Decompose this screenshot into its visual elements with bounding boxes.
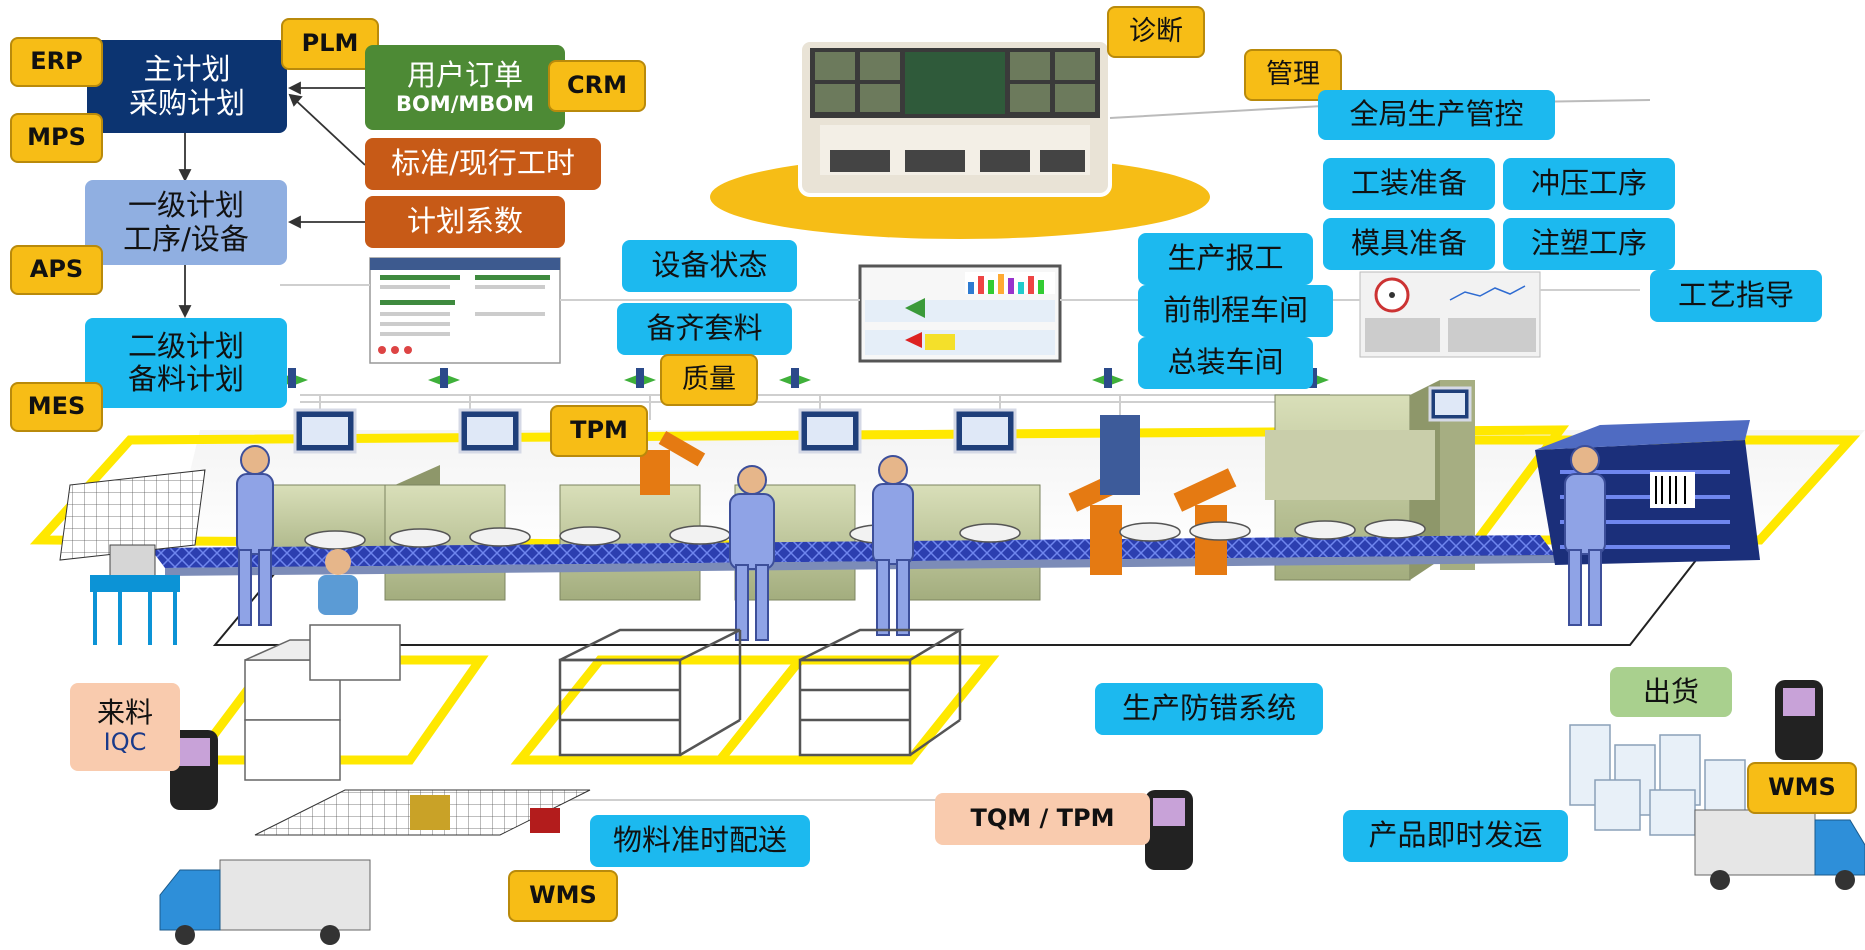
- manage-badge: 管理: [1244, 49, 1342, 101]
- erp-badge: ERP: [10, 37, 103, 87]
- inspector-icon: [318, 549, 358, 615]
- network-lines: [280, 284, 1640, 420]
- login-dialog-screen: [369, 257, 561, 364]
- plan-coefficient-box: 计划系数: [365, 196, 565, 248]
- injection-process-box: 注塑工序: [1503, 218, 1675, 270]
- mps-badge: MPS: [10, 113, 103, 163]
- material-delivery-box: 物料准时配送: [590, 815, 810, 867]
- wifi-signal-icon: [276, 368, 1329, 388]
- shipping-box: 出货: [1610, 667, 1732, 717]
- raw-material-pile: [59, 469, 206, 645]
- robot-arm-icon: [640, 415, 1237, 575]
- level2-plan-box: 二级计划 备料计划: [85, 318, 287, 408]
- incoming-boxes: [244, 624, 401, 781]
- crm-badge: CRM: [548, 60, 646, 112]
- warehouse-rack-icon: [254, 789, 591, 836]
- planning-flow-arrows: [178, 81, 366, 319]
- user-order-line1: 用户订单: [406, 57, 523, 92]
- level1-plan-box: 一级计划 工序/设备: [85, 180, 287, 265]
- cart-icon: [558, 628, 965, 757]
- stamping-process-box: 冲压工序: [1503, 158, 1675, 210]
- incoming-iqc-line2: IQC: [103, 728, 147, 757]
- global-control-box: 全局生产管控: [1318, 90, 1555, 140]
- user-order-box: 用户订单 BOM/MBOM: [365, 45, 565, 130]
- level1-plan-line1: 一级计划: [127, 188, 244, 223]
- truck-icon: [159, 809, 1865, 945]
- city-buildings-icon: [1569, 724, 1746, 836]
- tpm-badge: TPM: [550, 405, 648, 457]
- level2-plan-line1: 二级计划: [127, 328, 244, 363]
- tooling-prep-box: 工装准备: [1323, 158, 1495, 210]
- control-monitors: [293, 386, 1472, 454]
- instant-dispatch-box: 产品即时发运: [1343, 810, 1568, 862]
- level2-plan-line2: 备料计划: [127, 362, 244, 396]
- wms-bottom-badge: WMS: [508, 870, 618, 922]
- production-report-box: 生产报工: [1138, 233, 1313, 285]
- standard-hours-box: 标准/现行工时: [365, 138, 601, 190]
- incoming-iqc-box: 来料 IQC: [70, 683, 180, 771]
- worker-icon: [236, 445, 1606, 641]
- pre-process-shop-box: 前制程车间: [1138, 285, 1333, 337]
- level1-plan-line2: 工序/设备: [123, 221, 249, 256]
- mold-prep-box: 模具准备: [1323, 218, 1495, 270]
- incoming-iqc-line1: 来料: [96, 696, 153, 730]
- mes-badge: MES: [10, 382, 103, 432]
- tqm-tpm-box: TQM / TPM: [935, 793, 1150, 845]
- material-kitting-box: 备齐套料: [617, 303, 792, 355]
- handheld-scanner-icon: [170, 680, 1823, 870]
- gauge-report-screen: [1359, 271, 1541, 358]
- process-guide-box: 工艺指导: [1650, 270, 1822, 322]
- error-proofing-box: 生产防错系统: [1095, 683, 1323, 735]
- master-plan-box: 主计划 采购计划: [87, 40, 287, 133]
- control-center: [710, 38, 1651, 239]
- plm-badge: PLM: [281, 18, 379, 70]
- diagnose-badge: 诊断: [1107, 6, 1205, 58]
- equipment-status-box: 设备状态: [622, 240, 797, 292]
- wms-top-badge: WMS: [1747, 762, 1857, 814]
- aps-badge: APS: [10, 245, 103, 295]
- dashboard-screen: [858, 264, 1062, 363]
- master-plan-line2: 采购计划: [128, 85, 245, 120]
- quality-badge: 质量: [660, 354, 758, 406]
- assembly-shop-box: 总装车间: [1138, 337, 1313, 389]
- parts-on-belt: [304, 519, 1426, 550]
- user-order-line2: BOM/MBOM: [395, 92, 535, 117]
- master-plan-line1: 主计划: [143, 52, 231, 87]
